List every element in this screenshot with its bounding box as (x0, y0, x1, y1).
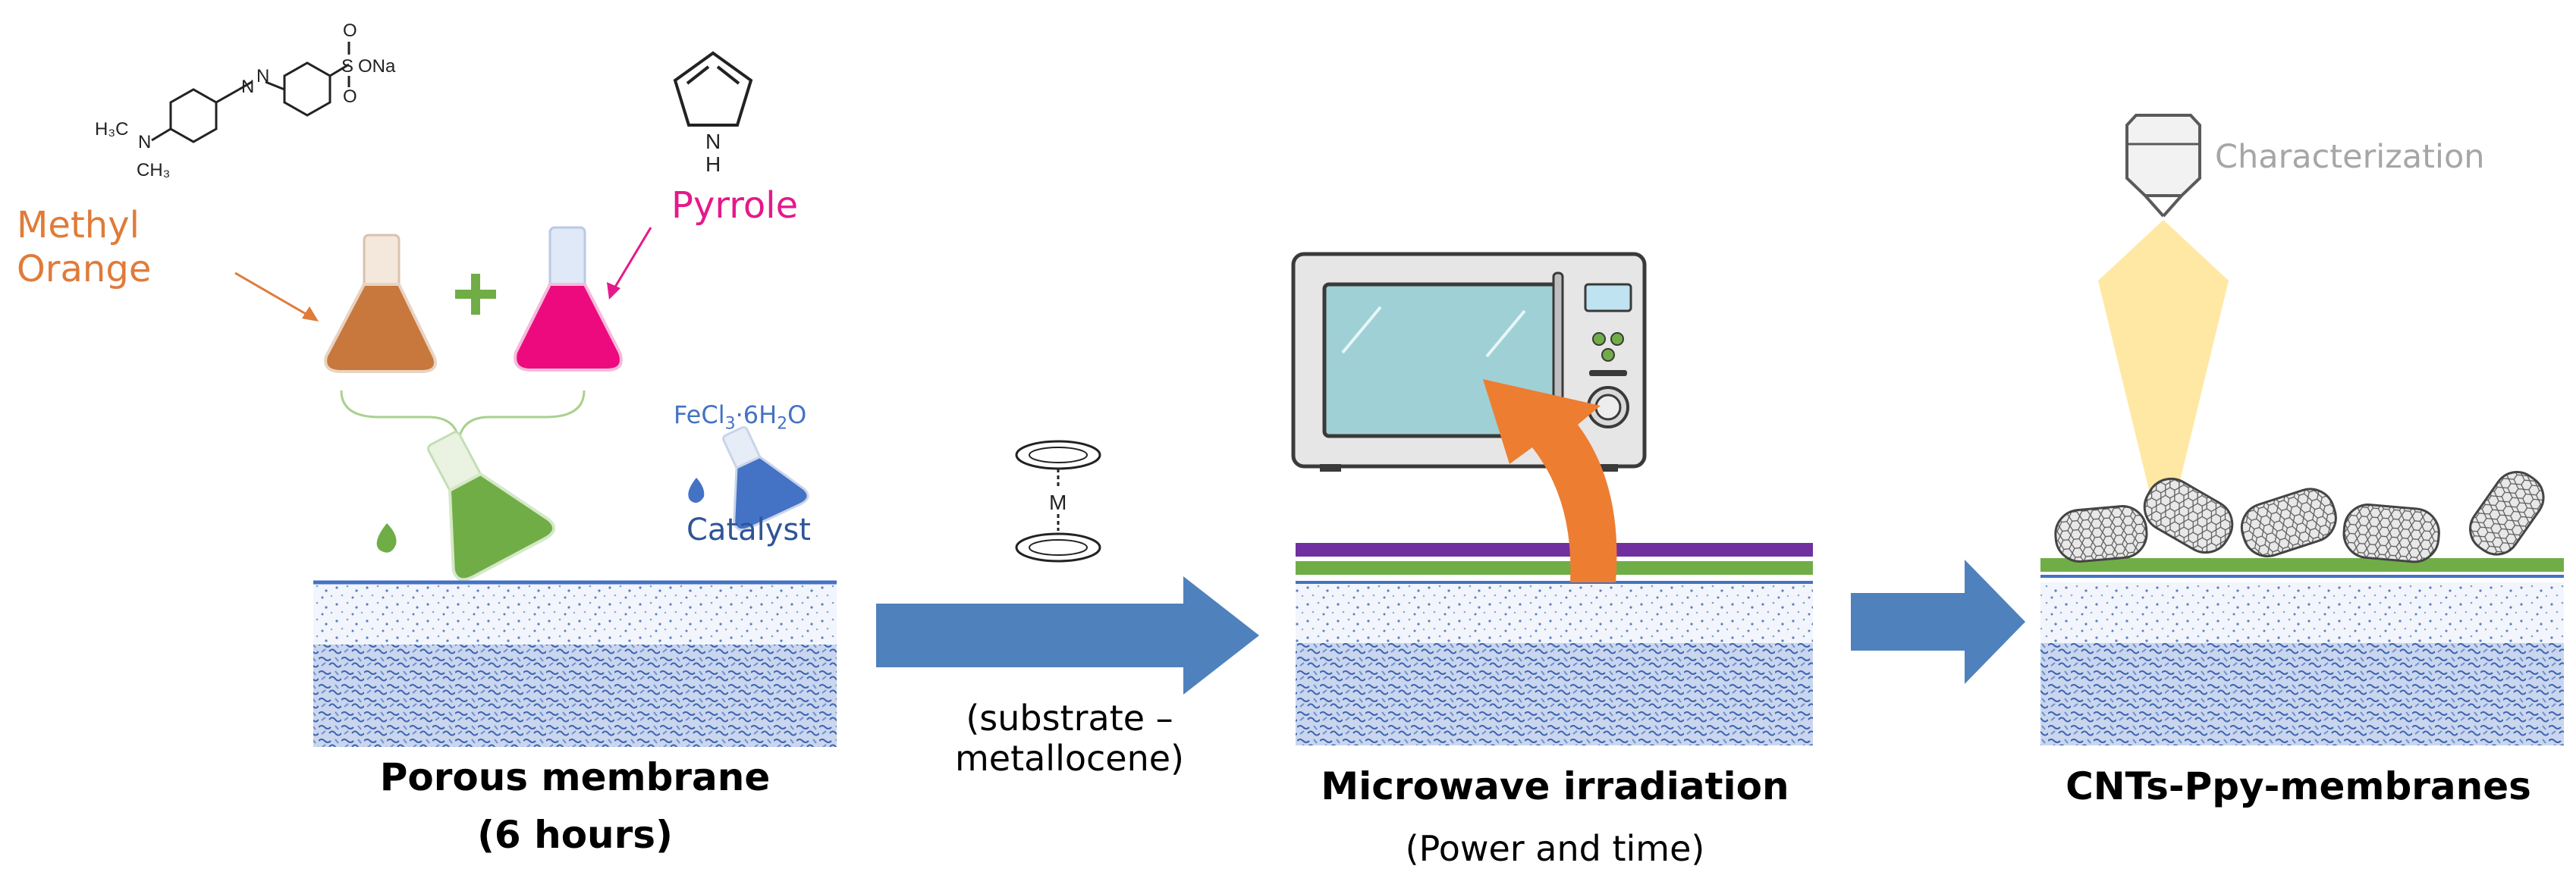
metallocene-metal: M (1049, 491, 1067, 514)
green-droplet-icon (376, 523, 397, 553)
methyl-orange-flask-icon (324, 234, 437, 373)
cnts-ppy-membranes-title: CNTs-Ppy-membranes (2066, 764, 2531, 808)
characterization-label: Characterization (2215, 138, 2485, 176)
metallocene-structure (1015, 440, 1101, 563)
fecl3-sub2: 2 (777, 414, 788, 434)
porous-membrane-1 (313, 580, 837, 747)
porous-membrane-2 (1296, 581, 1813, 745)
catalyst-flask-icon (722, 425, 809, 532)
microwave-oven-icon (1291, 252, 1647, 472)
process-arrow-1 (876, 576, 1259, 695)
microwave-irradiation-title: Microwave irradiation (1321, 764, 1789, 808)
mo-s: S (341, 56, 353, 77)
fecl3-label: FeCl3·6H2O (674, 400, 806, 433)
microscope-probe-icon (2125, 114, 2201, 218)
porous-membrane-3 (2040, 575, 2564, 745)
fecl3-mid: ·6H (735, 400, 778, 429)
mixed-solution-flask-icon (427, 431, 556, 582)
catalyst-droplet-icon (688, 478, 705, 504)
pyrrole-pointer (607, 227, 652, 300)
green-layer-2 (1296, 561, 1813, 575)
pyrrole-label: Pyrrole (671, 184, 799, 227)
methyl-orange-label-line2: Orange (17, 248, 152, 290)
microwave-heat-arrow (1483, 379, 1617, 582)
methyl-orange-structure (151, 42, 350, 143)
substrate-label-line2: metallocene) (954, 738, 1185, 779)
process-arrow-2 (1851, 560, 2025, 684)
green-layer-3 (2040, 558, 2564, 572)
mixing-bracket (340, 390, 586, 441)
substrate-label-line1: (substrate – (966, 698, 1173, 739)
mo-o-top: O (343, 20, 357, 41)
fecl3-sub1: 3 (724, 414, 736, 434)
mo-n-left: N (241, 77, 254, 97)
pyrrole-h: H (705, 152, 721, 176)
mo-o-bottom: O (343, 86, 357, 107)
methyl-orange-label: Methyl Orange (17, 203, 151, 291)
mo-ona: ONa (358, 56, 396, 77)
mo-n-amine: N (138, 132, 151, 152)
methyl-orange-label-line1: Methyl (17, 204, 140, 246)
fecl3-prefix: FeCl (674, 400, 725, 429)
carbon-nanotubes (2054, 471, 2545, 563)
purple-layer (1296, 543, 1813, 557)
power-and-time-label: (Power and time) (1405, 828, 1705, 869)
pyrrole-structure (673, 51, 753, 127)
methyl-orange-pointer (234, 271, 319, 322)
characterization-beam (2098, 220, 2229, 493)
pyrrole-n: N (705, 130, 721, 153)
six-hours-label: (6 hours) (477, 813, 673, 857)
mo-h3c: H₃C (95, 119, 128, 140)
plus-icon (455, 274, 496, 315)
mo-ch3: CH₃ (137, 160, 170, 180)
porous-membrane-title: Porous membrane (379, 755, 771, 799)
pyrrole-flask-icon (514, 226, 623, 372)
fecl3-suffix: O (787, 400, 807, 429)
catalyst-label: Catalyst (686, 513, 811, 547)
mo-n-right: N (256, 66, 269, 86)
